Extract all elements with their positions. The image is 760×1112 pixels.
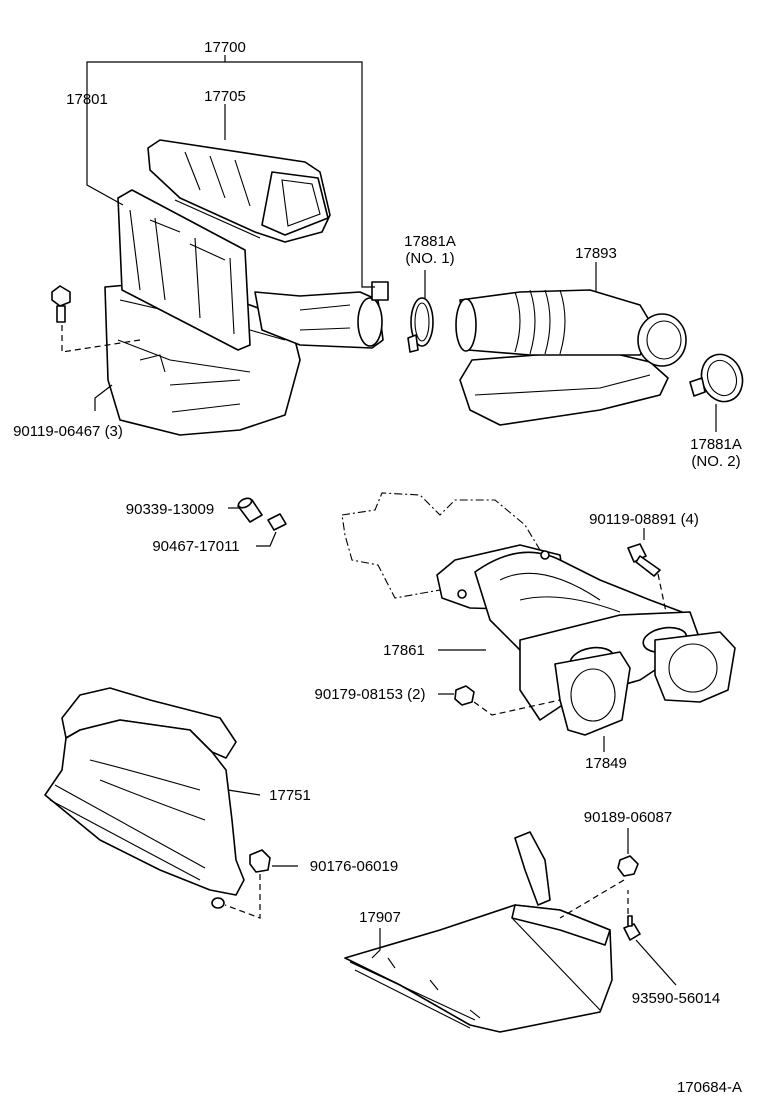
label-93590-56014: 93590-56014 <box>632 990 720 1007</box>
label-90176-06019: 90176-06019 <box>310 858 398 875</box>
label-17881a-no1-sub: (NO. 1) <box>405 250 454 267</box>
bracket-17700 <box>86 61 375 288</box>
clamp-17881a-no2 <box>689 353 744 403</box>
label-17893: 17893 <box>575 245 617 262</box>
label-90119-06467: 90119-06467 (3) <box>13 423 123 440</box>
leader-17907 <box>371 928 381 959</box>
label-17907: 17907 <box>359 909 401 926</box>
intake-hose-17893 <box>455 289 687 426</box>
nut-90189-06087 <box>617 855 639 877</box>
label-17861: 17861 <box>383 642 425 659</box>
label-90339-13009: 90339-13009 <box>126 501 214 518</box>
leader-93590-56014 <box>635 939 677 986</box>
nut-90179-08153 <box>454 685 475 706</box>
label-90119-08891: 90119-08891 (4) <box>589 511 699 528</box>
nut-08153-dash <box>473 699 561 716</box>
clip-93590-56014 <box>623 915 641 941</box>
duct-17907 <box>344 831 613 1033</box>
leader-17801 <box>86 108 124 206</box>
bolt-90119-06467 <box>51 285 71 323</box>
label-17881a-no2-sub: (NO. 2) <box>691 453 740 470</box>
diagram-id: 170684-A <box>677 1079 742 1096</box>
bolt-90119-08891 <box>627 543 661 577</box>
nut-06087-dash <box>559 879 625 919</box>
label-17881a-no1: 17881A <box>404 233 456 250</box>
label-17849: 17849 <box>585 755 627 772</box>
leader-90467-17011 <box>256 531 277 547</box>
air-duct-17751 <box>44 687 245 909</box>
air-cleaner-assembly <box>104 139 389 436</box>
nut-90176-06019 <box>249 849 271 873</box>
leader-90119-06467 <box>94 384 113 411</box>
label-90189-06087: 90189-06087 <box>584 809 672 826</box>
label-17700: 17700 <box>204 39 246 56</box>
gasket-17849 <box>554 631 736 736</box>
label-17881a-no2: 17881A <box>690 436 742 453</box>
leader-17751 <box>227 789 261 796</box>
label-90467-17011: 90467-17011 <box>152 538 239 555</box>
nut-06019-dash <box>224 874 261 919</box>
label-90179-08153: 90179-08153 (2) <box>315 686 426 703</box>
clamp-17881a-no1 <box>407 297 434 353</box>
label-17705: 17705 <box>204 88 246 105</box>
hose-90339-13009 <box>237 497 263 523</box>
label-17801: 17801 <box>66 91 108 108</box>
clip-90467-17011 <box>267 513 287 531</box>
bolt-08891-dash <box>657 573 667 613</box>
label-17751: 17751 <box>269 787 311 804</box>
